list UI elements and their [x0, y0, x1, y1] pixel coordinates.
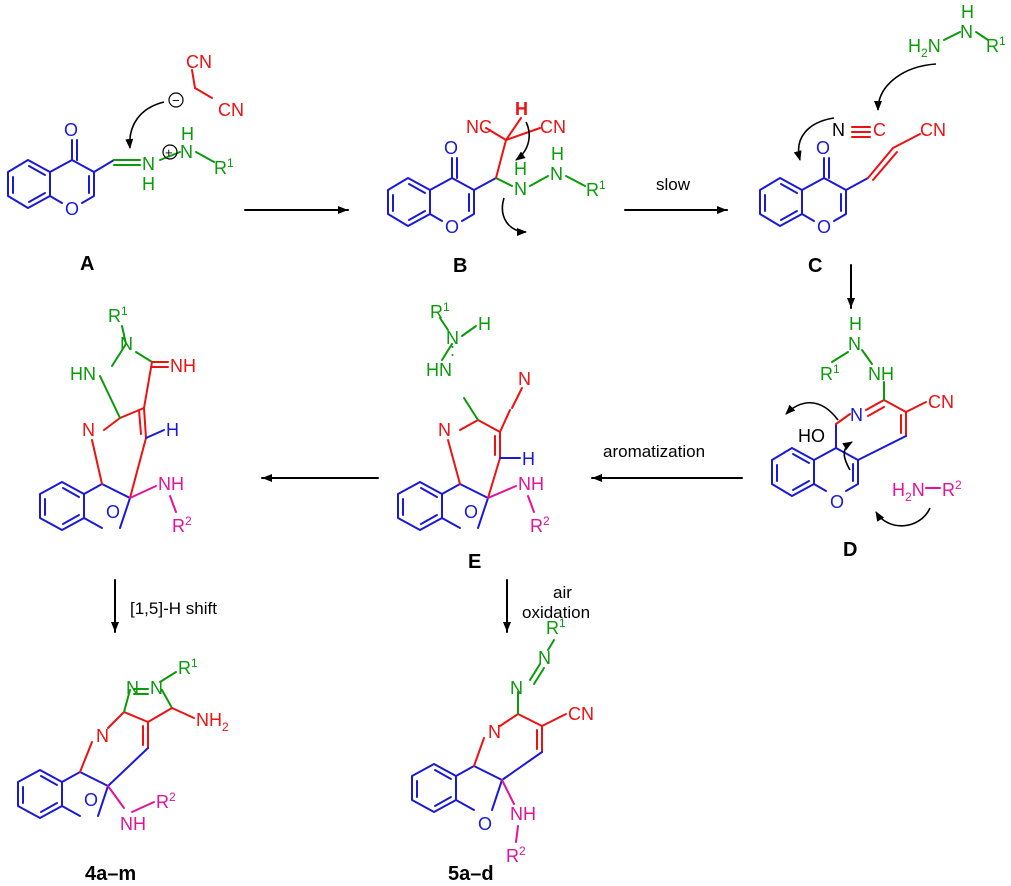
p5-nh: NH	[510, 804, 536, 824]
c-nitrile-n: N	[832, 120, 845, 140]
structure-c: O O N C CN H2N N H R1 C	[759, 2, 1006, 277]
condition-aromatization: aromatization	[603, 442, 705, 461]
e-hydrazine-n: N	[446, 328, 459, 348]
imine-r2: R2	[172, 514, 192, 536]
b-carbonyl-oxygen: O	[444, 138, 458, 158]
p4-nh2: NH2	[196, 710, 229, 734]
a-iminium-nitrogen: N	[142, 154, 155, 174]
b-r1: R1	[586, 178, 606, 200]
a-hydrazine-hydrogen: H	[181, 124, 194, 144]
d-hydroxyl: HO	[798, 426, 825, 446]
imine-vinyl-h: H	[166, 420, 179, 440]
b-nh-right: N	[550, 164, 563, 184]
p5-pyridine-n: N	[488, 722, 501, 742]
a-anion-cn-top: CN	[186, 52, 212, 72]
structure-e: N N H HN N : H R1 O NH R2 E	[397, 300, 550, 573]
d-ring-oxygen: O	[830, 492, 844, 512]
label-b: B	[453, 255, 467, 277]
b-acidic-hydrogen: H	[515, 99, 528, 119]
d-r1: R1	[820, 362, 840, 384]
structure-d: N NH N H R1 CN HO O H2N R2 D	[771, 314, 962, 561]
c-electrophilic-c: C	[873, 120, 886, 140]
c-ring-oxygen: O	[817, 217, 831, 237]
b-nh-right-h: H	[551, 144, 564, 164]
p4-n2: N	[150, 678, 163, 698]
c-hydrazine-n: N	[960, 22, 973, 42]
b-cn-right: CN	[540, 117, 566, 137]
e-r2: R2	[530, 514, 550, 536]
c-cn-right: CN	[920, 120, 946, 140]
condition-shift: [1,5]-H shift	[130, 599, 217, 618]
d-pyridine-n: N	[850, 405, 863, 425]
label-e: E	[468, 551, 481, 573]
c-carbonyl-oxygen: O	[816, 138, 830, 158]
a-minus-charge: −	[172, 93, 180, 108]
label-5a-d: 5a–d	[448, 863, 494, 885]
p4-ring-oxygen: O	[84, 790, 98, 810]
condition-oxidation: oxidation	[522, 603, 590, 622]
structure-4a-m: N N N R1 NH2 O NH R2 4a–m	[17, 656, 229, 885]
p5-azo-n1: N	[510, 678, 523, 698]
a-r1: R1	[214, 156, 234, 178]
e-nh: NH	[518, 474, 544, 494]
label-d: D	[843, 539, 857, 561]
p4-nh: NH	[120, 814, 146, 834]
b-nh-left: N	[514, 179, 527, 199]
imine-pyrazole-n: N	[120, 334, 133, 354]
imine-nh-amine: NH	[158, 474, 184, 494]
label-4a-m: 4a–m	[85, 863, 136, 885]
e-vinyl-h: H	[522, 449, 535, 469]
p5-ring-oxygen: O	[478, 814, 492, 834]
imine-ring-oxygen: O	[106, 502, 120, 522]
d-nh: NH	[868, 364, 894, 384]
p4-r1: R1	[178, 656, 198, 678]
a-hydrazine-nitrogen: N	[180, 142, 193, 162]
p4-pyridine-n: N	[96, 726, 109, 746]
p5-cn: CN	[568, 704, 594, 724]
b-nh-left-h: H	[514, 159, 527, 179]
b-nc-left: NC	[466, 117, 492, 137]
c-hydrazine-h: H	[961, 2, 974, 22]
structure-imine-intermediate: N HN N R1 NH H O NH R2	[39, 304, 196, 536]
structure-b: O O NC CN H N H N H R1 B	[387, 99, 606, 277]
e-nitrile-n: N	[518, 369, 531, 389]
c-h2n: H2N	[908, 36, 941, 60]
p5-r2: R2	[506, 844, 526, 866]
imine-pyridine-n: N	[82, 420, 95, 440]
label-a: A	[80, 253, 94, 275]
e-hydrazine-h: H	[478, 314, 491, 334]
condition-slow: slow	[656, 175, 691, 194]
e-lone-pair: :	[450, 340, 455, 360]
e-r1: R1	[430, 300, 450, 322]
c-r1: R1	[986, 34, 1006, 56]
imine-hn: HN	[70, 364, 96, 384]
imine-r1: R1	[108, 304, 128, 326]
e-hn: HN	[426, 360, 452, 380]
d-hydrazine-n: N	[848, 334, 861, 354]
a-plus-charge: +	[165, 145, 173, 160]
p5-azo-n2: N	[538, 648, 551, 668]
structure-5a-d: N N N R1 CN O NH R2 5a–d	[411, 616, 594, 885]
d-r2: R2	[942, 478, 962, 500]
d-hydrazine-h: H	[849, 314, 862, 334]
a-anion-cn-right: CN	[218, 100, 244, 120]
imine-nh: NH	[170, 356, 196, 376]
p4-n1: N	[126, 678, 139, 698]
d-cn: CN	[928, 392, 954, 412]
a-iminium-hydrogen: H	[142, 174, 155, 194]
label-c: C	[808, 255, 822, 277]
e-pyridine-n: N	[438, 420, 451, 440]
d-amine: H2N	[892, 480, 925, 504]
p4-r2: R2	[156, 790, 176, 812]
b-ring-oxygen: O	[445, 217, 459, 237]
structure-a: O O N H + N H R1 CN CN − A	[7, 52, 244, 275]
e-ring-oxygen: O	[464, 502, 478, 522]
condition-air: air	[553, 583, 572, 602]
a-carbonyl-oxygen: O	[64, 120, 78, 140]
p5-r1: R1	[546, 616, 566, 638]
a-ring-oxygen: O	[65, 199, 79, 219]
